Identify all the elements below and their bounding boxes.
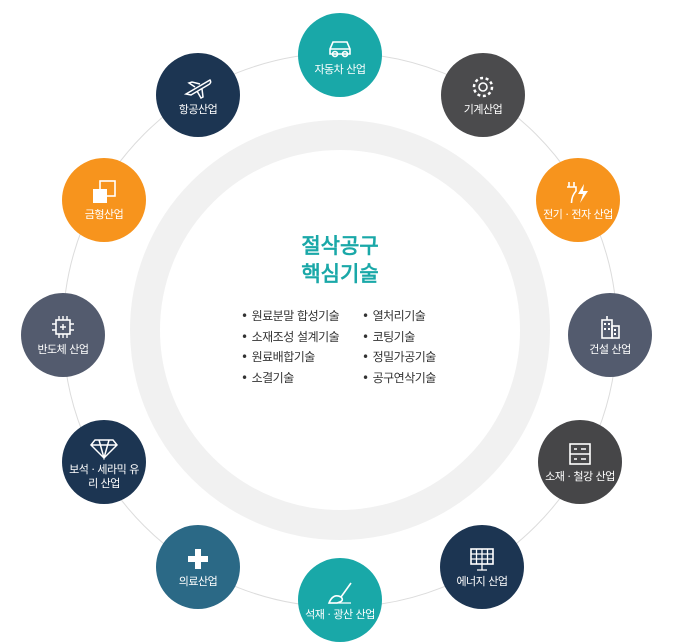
industry-label: 의료산업 [178,574,218,588]
industry-label: 항공산업 [178,102,218,116]
industry-node[interactable]: 항공산업 [156,53,240,137]
chip-icon [52,315,74,338]
center-ring [130,120,550,540]
title-line-2: 핵심기술 [301,262,379,286]
industry-label: 반도체 산업 [37,342,89,356]
solar-panel-icon [470,547,494,571]
industry-node[interactable]: 보석 · 세라믹 유리 산업 [62,420,146,504]
industry-label: 소재 · 철강 산업 [545,469,615,483]
technology-list-right: 열처리기술 코팅기술 정밀가공기술 공구연삭기술 [362,306,437,389]
industry-node[interactable]: 에너지 산업 [440,525,524,609]
industry-node[interactable]: 전기 · 전자 산업 [536,158,620,242]
technology-item: 소재조성 설계기술 [241,327,340,348]
title-line-1: 절삭공구 [301,234,379,258]
industry-label: 전기 · 전자 산업 [543,207,613,221]
industry-node[interactable]: 의료산업 [156,525,240,609]
technology-list-left: 원료분말 합성기술 소재조성 설계기술 원료배합기술 소결기술 [241,306,340,389]
plug-lightning-icon [567,181,588,203]
building-icon [601,315,620,339]
industry-label: 석재 · 광산 산업 [305,607,375,621]
technology-item: 코팅기술 [362,327,436,348]
industry-label: 건설 산업 [589,342,631,356]
technology-item: 열처리기술 [362,306,436,327]
gear-icon [472,76,494,97]
technology-item: 소결기술 [241,368,339,389]
industry-label: 금형산업 [84,207,124,221]
industry-label: 에너지 산업 [456,574,508,588]
industry-label: 자동차 산업 [314,62,366,76]
technology-item: 공구연삭기술 [362,368,437,389]
technology-item: 원료분말 합성기술 [241,306,340,327]
industry-node[interactable]: 건설 산업 [568,293,652,377]
technology-item: 원료배합기술 [241,347,339,368]
industry-node[interactable]: 반도체 산업 [21,293,105,377]
shovel-icon [327,582,352,604]
industry-node[interactable]: 소재 · 철강 산업 [538,420,622,504]
industry-label: 기계산업 [463,102,503,116]
mold-icon [93,179,116,203]
industry-node[interactable]: 기계산업 [441,53,525,137]
industry-node[interactable]: 석재 · 광산 산업 [298,558,382,642]
car-icon [329,40,351,57]
medical-cross-icon [188,548,208,569]
center-title: 절삭공구 핵심기술 [240,232,440,288]
industry-label: 보석 · 세라믹 유리 산업 [69,462,139,490]
industry-node[interactable]: 금형산업 [62,158,146,242]
diamond-icon [89,438,119,460]
technology-item: 정밀가공기술 [362,347,437,368]
cabinet-icon [569,442,591,465]
industry-node[interactable]: 자동차 산업 [298,13,382,97]
airplane-icon [183,78,212,99]
